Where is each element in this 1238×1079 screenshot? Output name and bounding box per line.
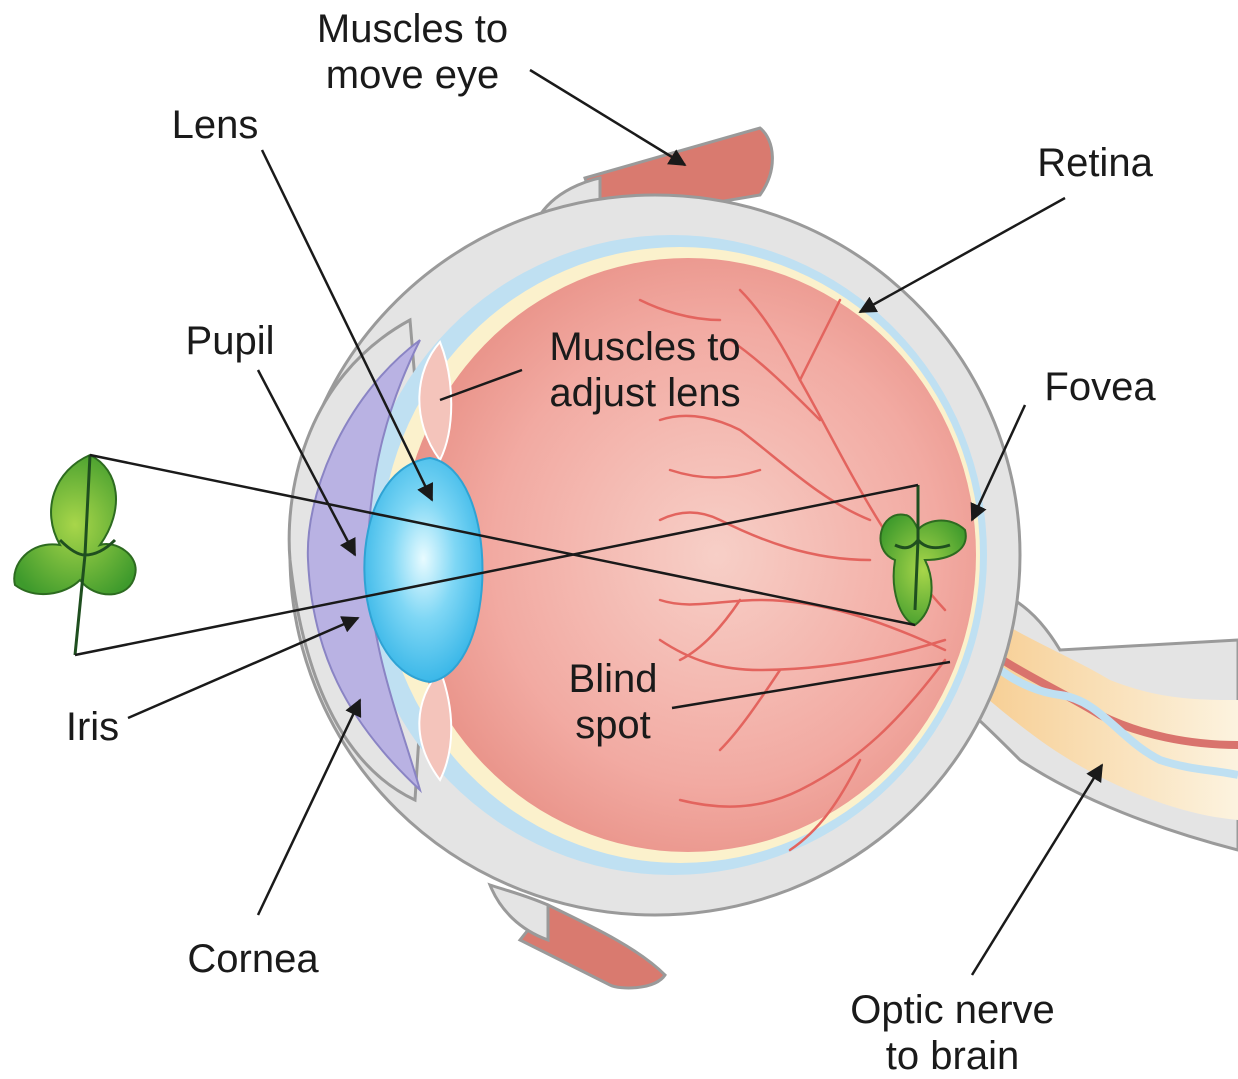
leader-optic-nerve bbox=[972, 765, 1102, 975]
leader-cornea bbox=[258, 700, 360, 915]
label-iris: Iris bbox=[55, 704, 130, 750]
label-retina: Retina bbox=[1025, 140, 1165, 186]
object-leaf bbox=[14, 455, 135, 655]
label-cornea: Cornea bbox=[178, 936, 328, 982]
label-muscles-adjust-lens: Muscles to adjust lens bbox=[525, 324, 765, 416]
label-blind-spot: Blind spot bbox=[548, 656, 678, 748]
label-pupil: Pupil bbox=[175, 318, 285, 364]
leader-retina bbox=[860, 198, 1065, 312]
label-muscles-move-eye: Muscles to move eye bbox=[300, 6, 525, 98]
leader-muscles-move bbox=[530, 70, 685, 165]
label-fovea: Fovea bbox=[1035, 364, 1165, 410]
label-optic-nerve: Optic nerve to brain bbox=[830, 987, 1075, 1079]
label-lens: Lens bbox=[160, 102, 270, 148]
